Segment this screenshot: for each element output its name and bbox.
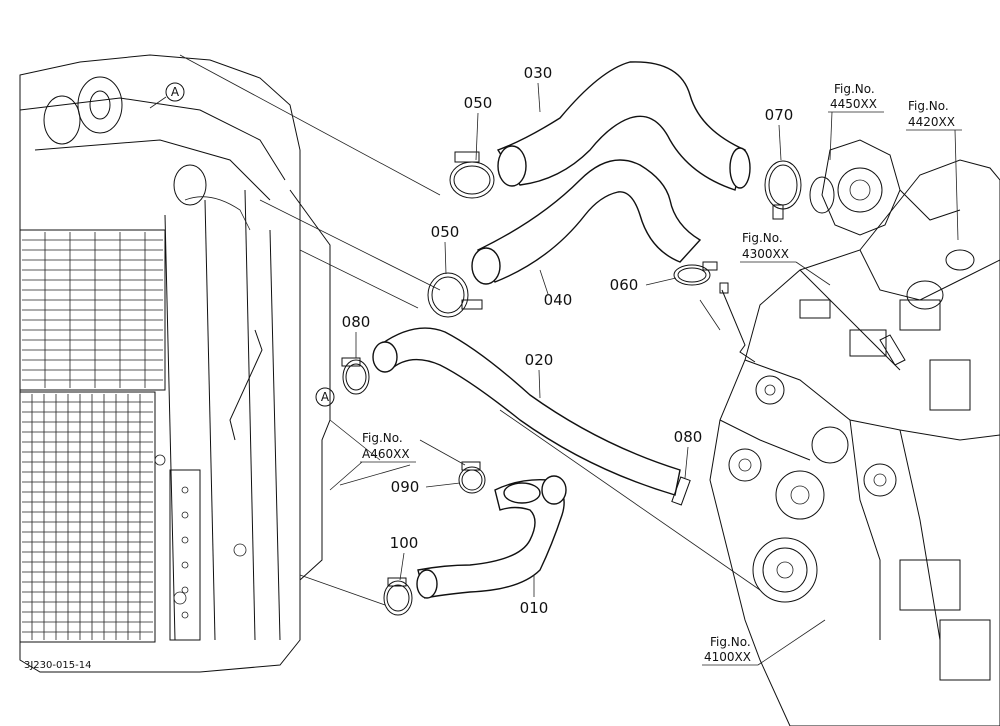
clamp-060 (673, 261, 718, 286)
label-050-upper: 050 (464, 94, 493, 112)
label-100: 100 (390, 534, 419, 552)
clamp-050-upper (449, 151, 495, 199)
marker-a-mid: A (315, 387, 335, 407)
figure-reference-4300xx: Fig.No. 4300XX (740, 231, 831, 286)
svg-text:4450XX: 4450XX (830, 97, 877, 111)
svg-text:4100XX: 4100XX (704, 650, 751, 664)
figure-reference-4420xx: Fig.No. 4420XX (906, 99, 962, 241)
label-010: 010 (520, 599, 549, 617)
svg-text:Fig.No.: Fig.No. (710, 635, 751, 649)
leader-lines (179, 54, 761, 606)
hose-010 (416, 475, 567, 599)
svg-text:Fig.No.: Fig.No. (834, 82, 875, 96)
clamp-070 (764, 160, 802, 220)
label-070: 070 (765, 106, 794, 124)
figure-reference-4450xx: Fig.No. 4450XX (828, 82, 884, 161)
figure-reference-a460xx: Fig.No. A460XX (329, 431, 416, 491)
figure-reference-4100xx: Fig.No. 4100XX (702, 619, 826, 666)
marker-a-top: A (149, 82, 185, 109)
clamp-100 (383, 577, 413, 616)
hose-030 (496, 61, 751, 191)
label-040: 040 (544, 291, 573, 309)
svg-text:4300XX: 4300XX (742, 247, 789, 261)
label-080-right: 080 (674, 428, 703, 446)
part-labels: 030 050 050 040 070 060 080 020 080 090 … (342, 64, 794, 617)
svg-text:A460XX: A460XX (362, 447, 410, 461)
label-080-left: 080 (342, 313, 371, 331)
clamp-050-lower (427, 272, 483, 318)
clamp-080-left (341, 357, 370, 395)
engine-block (709, 139, 1000, 726)
label-050-lower: 050 (431, 223, 460, 241)
hose-040 (471, 159, 702, 285)
svg-text:4420XX: 4420XX (908, 115, 955, 129)
svg-text:Fig.No.: Fig.No. (742, 231, 783, 245)
hose-020 (372, 327, 681, 496)
svg-text:A: A (321, 390, 330, 404)
label-020: 020 (525, 351, 554, 369)
label-030: 030 (524, 64, 553, 82)
label-090: 090 (391, 478, 420, 496)
svg-text:Fig.No.: Fig.No. (362, 431, 403, 445)
drawing-code: 3J230-015-14 (24, 660, 91, 671)
clamp-080-right (671, 476, 691, 506)
svg-text:A: A (171, 85, 180, 99)
clamp-090 (458, 461, 486, 494)
svg-text:Fig.No.: Fig.No. (908, 99, 949, 113)
radiator-assembly (19, 54, 331, 673)
label-060: 060 (610, 276, 639, 294)
